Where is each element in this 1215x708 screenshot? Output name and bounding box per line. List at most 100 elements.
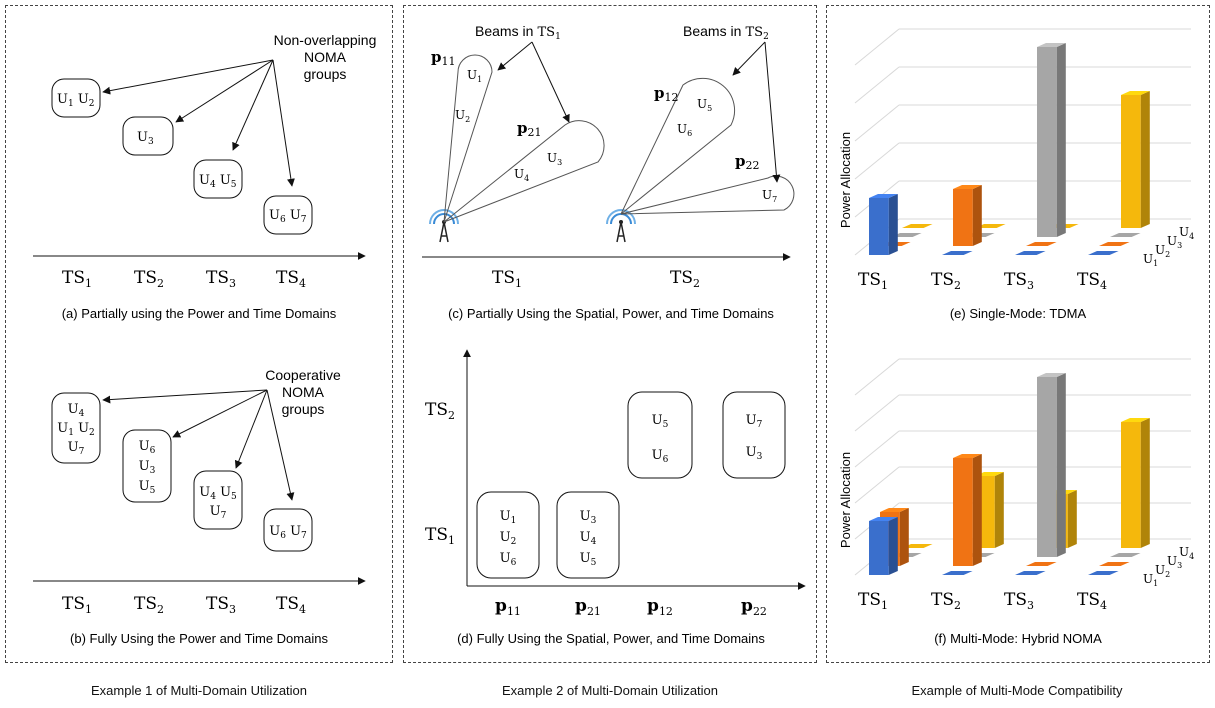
gridline [854,394,900,432]
bar-TS3-U3 [1037,42,1066,238]
svg-text:U6 U7: U6 U7 [269,524,307,541]
group-box-b2 [122,429,172,503]
diagram-c: p11 p21 U1 U2 U3 U4 Beams in TS1 p12 p22… [422,23,795,321]
caption-e: (e) Single-Mode: TDMA [950,306,1087,321]
svg-text:U1: U1 [467,68,482,84]
group-box-u6-u7 [263,195,313,235]
diagram-b: Cooperative NOMA groups U4 U1 U2 U7 U6 U… [33,367,366,646]
group-box-u1-u2 [51,78,101,118]
tick-label-TS2: TS2 [931,590,961,612]
beam-label-p22: p22 [735,152,760,172]
svg-text:TS2: TS2 [134,594,164,616]
panel-example-3 [826,5,1210,663]
svg-text:U1 U2: U1 U2 [57,421,95,438]
svg-text:TS1: TS1 [492,268,522,290]
tick-label-TS4: TS4 [1077,590,1107,612]
group-text-u6-u7: U6 U7 [269,208,307,225]
noma-label-b-2: NOMA [282,384,325,400]
caption-c: (c) Partially Using the Spatial, Power, … [448,306,774,321]
bar-TS1-U4 [902,223,933,228]
panel-example-1 [5,5,393,663]
svg-text:U4 U5: U4 U5 [199,485,237,502]
svg-text:TS1: TS1 [425,525,455,547]
beam-p11-1 [443,54,493,223]
beam-label-p21: p21 [517,119,542,139]
caption-a: (a) Partially using the Power and Time D… [62,306,337,321]
caption-d: (d) Fully Using the Spatial, Power, and … [457,631,765,646]
ts-labels-a: TS1 TS2 TS3 TS4 [62,268,306,290]
svg-text:U4: U4 [580,530,597,547]
bar-TS4-U1 [1088,570,1119,575]
tick-label-TS4: TS4 [1077,270,1107,292]
group-box-b3 [193,470,243,530]
bar-TS2-U2 [953,184,982,246]
bar-TS2-U2 [953,453,982,566]
bar-TS2-U1 [942,250,973,255]
gridline [854,28,900,66]
svg-text:U1: U1 [500,509,517,526]
tower-icon [429,209,459,243]
svg-text:TS4: TS4 [276,268,306,290]
ts-labels-b: TS1 TS2 TS3 TS4 [62,594,306,616]
group-box-u3 [122,116,174,156]
series-label-U4: U4 [1179,545,1194,561]
bar-TS4-U2 [1099,561,1130,566]
series-label-U4: U4 [1179,225,1194,241]
bar-TS3-U2 [1026,241,1057,246]
group-text-u4-u5: U4 U5 [199,173,237,190]
bar-TS1-U3 [891,232,922,237]
bar-TS1-U1 [869,193,898,255]
bar-TS4-U3 [1110,232,1141,237]
footer-example-2: Example 2 of Multi-Domain Utilization [501,683,719,698]
group-box-u4-u5 [193,159,243,199]
svg-text:U7: U7 [210,504,227,521]
panel-example-2 [403,5,817,663]
bar-TS4-U4 [1121,417,1150,548]
cell-p22-ts2 [722,391,786,479]
bar-TS3-U1 [1015,250,1046,255]
svg-text:U6: U6 [677,122,692,138]
svg-text:U7: U7 [746,413,763,430]
footer-example-1: Example 1 of Multi-Domain Utilization [90,683,308,698]
cell-p21-ts1 [556,491,620,579]
noma-label-a-2: NOMA [304,49,347,65]
caption-b: (b) Fully Using the Power and Time Domai… [70,631,328,646]
bar-TS4-U1 [1088,250,1119,255]
svg-text:U5: U5 [580,551,597,568]
bar-TS4-U2 [1099,241,1130,246]
svg-text:U3: U3 [580,509,597,526]
gridline [854,104,900,142]
beam-label-p12: p12 [654,84,679,104]
bar-TS3-U1 [1015,570,1046,575]
beam-label-p11: p11 [431,48,456,68]
svg-text:U5: U5 [652,413,669,430]
gridline [854,430,900,468]
tick-label-TS1: TS1 [858,270,888,292]
svg-text:Beams in TS1: Beams in TS1 [475,23,561,42]
svg-text:p22: p22 [741,596,767,618]
y-axis-label: Power Allocation [838,452,853,548]
svg-text:TS1: TS1 [62,268,92,290]
tick-label-TS1: TS1 [858,590,888,612]
svg-text:TS2: TS2 [425,400,455,422]
svg-text:TS2: TS2 [670,268,700,290]
svg-text:U6: U6 [139,439,156,456]
svg-text:p12: p12 [647,596,673,618]
noma-label-a-1: Non-overlapping [274,32,377,48]
svg-text:TS1: TS1 [62,594,92,616]
svg-text:U2: U2 [500,530,517,547]
group-text-u1-u2: U1 U2 [57,92,95,109]
cell-p12-ts2 [627,391,693,479]
bar-TS4-U3 [1110,552,1141,557]
bar-TS3-U2 [1026,561,1057,566]
bar-TS2-U4 [975,223,1006,228]
svg-text:p21: p21 [575,596,601,618]
tick-label-TS3: TS3 [1004,270,1034,292]
svg-text:U5: U5 [139,479,156,496]
svg-text:U6: U6 [652,448,669,465]
svg-text:TS3: TS3 [206,268,236,290]
group-box-b1 [51,392,101,464]
group-box-b4 [263,508,313,552]
